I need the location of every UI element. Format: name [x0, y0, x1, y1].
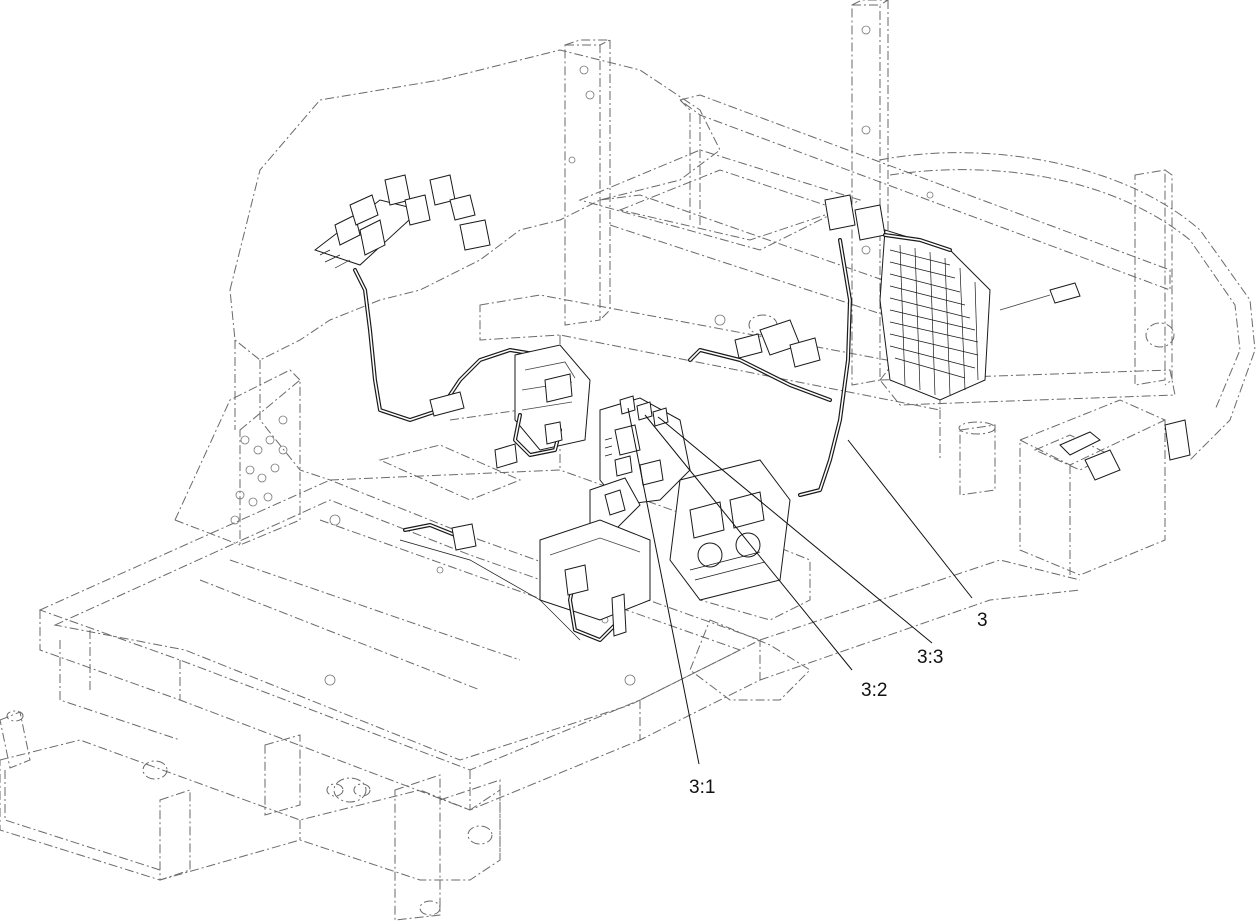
callout-3: 3	[977, 610, 988, 631]
central-harness	[688, 319, 832, 402]
leader-3-2	[644, 414, 853, 671]
front-sensor-cable	[399, 523, 581, 641]
callout-3-1: 3:1	[689, 777, 715, 798]
callout-labels: 3 3:3 3:2 3:1	[689, 610, 988, 798]
hydraulic-valve-assembly	[589, 459, 791, 601]
starter-motor	[539, 519, 651, 642]
left-connector-cluster	[313, 174, 491, 269]
leader-3	[847, 439, 973, 599]
leader-lines	[627, 407, 973, 765]
leader-3-3	[661, 419, 933, 644]
leader-3-1	[627, 407, 700, 765]
left-harness	[353, 268, 542, 422]
callout-3-3: 3:3	[917, 647, 943, 668]
battery-terminals	[1059, 419, 1191, 481]
engine-block	[879, 229, 1081, 401]
controller-module	[494, 344, 591, 469]
callout-3-2: 3:2	[861, 680, 887, 701]
main-harness-right	[798, 194, 886, 497]
